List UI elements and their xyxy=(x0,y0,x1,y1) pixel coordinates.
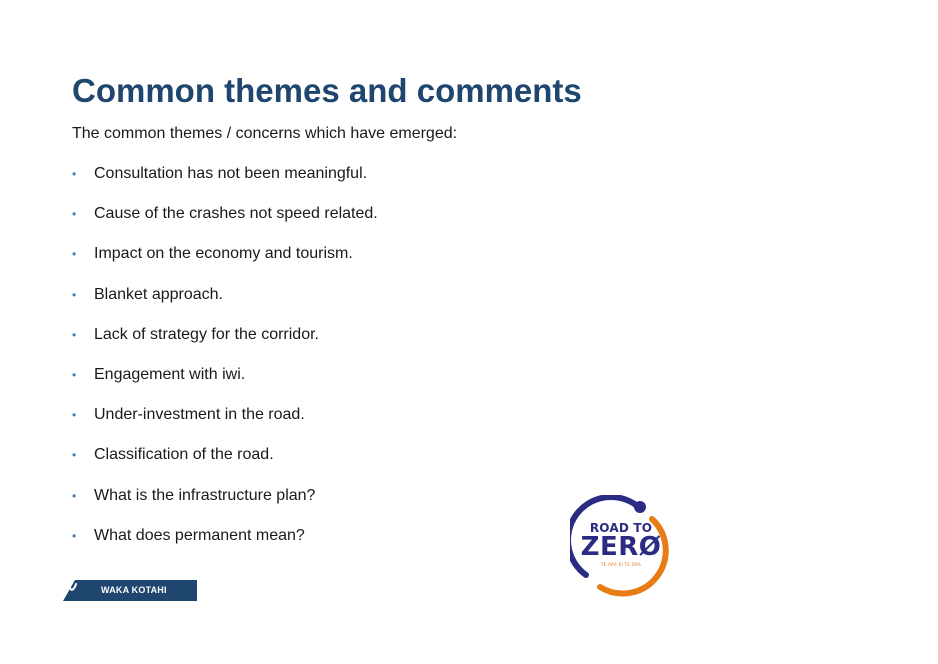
list-item-text: Consultation has not been meaningful. xyxy=(94,165,368,182)
bullet-icon: • xyxy=(72,528,77,543)
bullet-icon: • xyxy=(72,488,77,503)
bullet-icon: • xyxy=(72,408,77,423)
list-item-text: Under-investment in the road. xyxy=(94,406,305,424)
bullet-icon: • xyxy=(72,287,77,302)
road-to-zero-tagline: TE ARA KI TE ORA xyxy=(600,562,642,567)
road-to-zero-ring-icon xyxy=(570,495,669,597)
waka-kotahi-label: WAKA KOTAHI xyxy=(101,585,167,595)
list-item-text: Lack of strategy for the corridor. xyxy=(94,325,319,343)
slide-intro: The common themes / concerns which have … xyxy=(72,125,458,142)
bullet-icon: • xyxy=(72,327,77,342)
list-item-text: Blanket approach. xyxy=(94,285,223,303)
list-item-text: Cause of the crashes not speed related. xyxy=(94,205,378,223)
waka-kotahi-logo: WAKA KOTAHI xyxy=(63,580,197,601)
bullet-icon: • xyxy=(72,448,77,463)
bullet-icon: • xyxy=(72,367,77,382)
road-to-zero-line2: ZERØ xyxy=(580,532,662,562)
slide-title: Common themes and comments xyxy=(72,72,582,109)
waka-kotahi-badge-shape xyxy=(63,580,197,601)
bullet-icon: • xyxy=(72,207,77,222)
list-item-text: What is the infrastructure plan? xyxy=(94,486,316,504)
list-item-text: Impact on the economy and tourism. xyxy=(94,245,353,263)
bullet-icon: • xyxy=(72,167,77,181)
list-item-text: Classification of the road. xyxy=(94,446,274,464)
list-item-text: Engagement with iwi. xyxy=(94,365,246,383)
road-to-zero-logo: ROAD TO ZERØ TE ARA KI TE ORA xyxy=(570,495,672,597)
list-item-text: What does permanent mean? xyxy=(94,526,305,544)
bullet-icon: • xyxy=(72,247,77,262)
waka-kotahi-mark-icon xyxy=(63,582,77,591)
road-to-zero-line1: ROAD TO xyxy=(589,521,653,535)
